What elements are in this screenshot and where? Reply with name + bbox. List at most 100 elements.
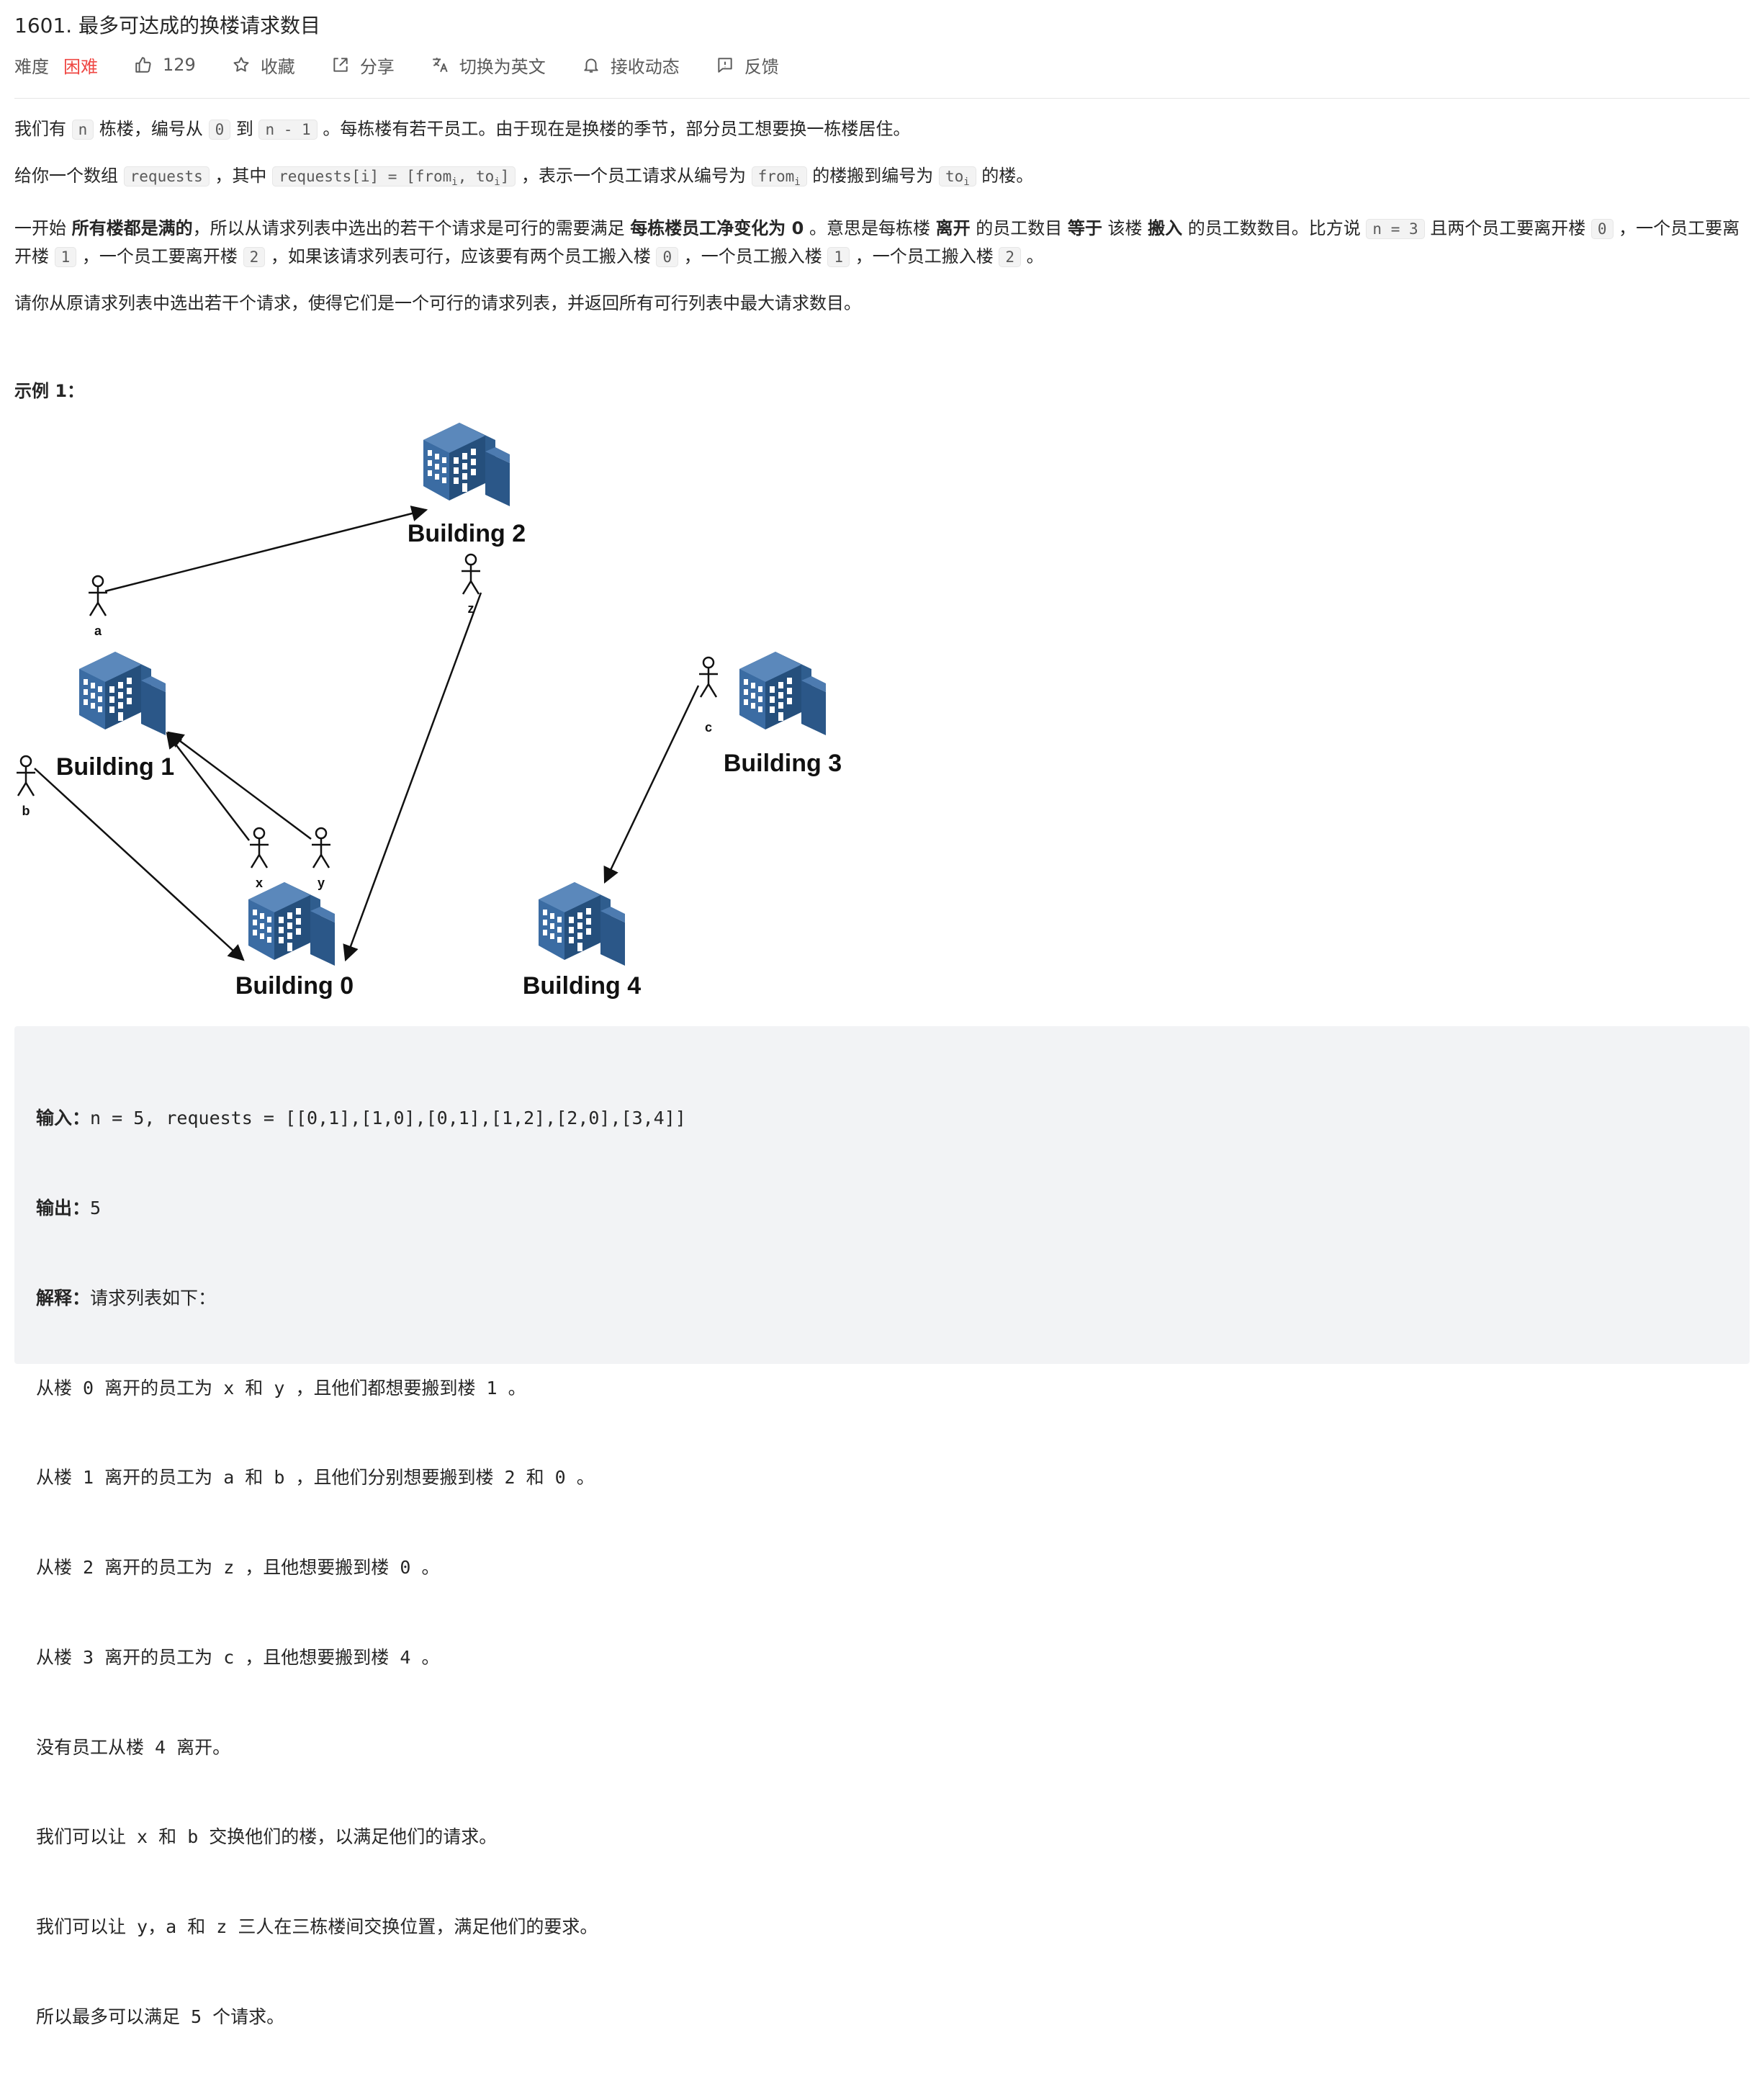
explain-detail-line: 从楼 3 离开的员工为 c ，且他想要搬到楼 4 。	[36, 1646, 440, 1668]
text: 的员工数目	[970, 218, 1068, 239]
building-2: Building 2	[408, 423, 526, 547]
inline-code: 1	[827, 247, 850, 268]
star-icon	[233, 57, 249, 72]
person-y: y	[310, 827, 332, 890]
arrow-c-to-building-4	[603, 685, 700, 884]
inline-code: n - 1	[258, 120, 318, 140]
subscript: i	[451, 176, 458, 189]
problem-title: 1601. 最多可达成的换楼请求数目	[14, 14, 321, 37]
input-label: 输入：	[36, 1108, 91, 1129]
person-b-label: b	[22, 804, 30, 818]
explain-detail-line: 我们可以让 x 和 b 交换他们的楼，以满足他们的请求。	[36, 1826, 498, 1848]
code-part: from	[757, 168, 795, 185]
bold-text: 所有楼都是满的	[71, 218, 193, 239]
explain-label: 解释：	[36, 1287, 91, 1308]
building-3: Building 3	[724, 652, 842, 777]
difficulty-value: 困难	[63, 56, 98, 77]
person-c-label: c	[705, 720, 712, 735]
inline-code: n	[71, 120, 94, 140]
code-part: ]	[500, 168, 510, 185]
person-x-label: x	[256, 876, 263, 890]
subscript: i	[494, 176, 500, 189]
building-2-label: Building 2	[408, 520, 526, 547]
code-part: requests[i] = [from	[279, 168, 452, 185]
text: 我们有	[14, 119, 72, 139]
header-divider	[14, 98, 1750, 99]
inline-code: requests[i] = [fromi, toi]	[272, 166, 516, 189]
description-paragraph-2: 给你一个数组 requests ，其中 requests[i] = [fromi…	[14, 162, 1750, 196]
building-0: Building 0	[235, 882, 354, 1000]
text: 。意思是每栋楼	[804, 218, 936, 239]
explain-value: 请求列表如下：	[90, 1287, 217, 1308]
inline-code: n = 3	[1366, 219, 1425, 240]
share-label: 分享	[359, 56, 395, 77]
subscribe-button[interactable]: 接收动态	[582, 53, 680, 78]
text: 的员工数数目。比方说	[1182, 218, 1367, 239]
text: 栋楼，编号从	[94, 119, 209, 139]
text: ，表示一个员工请求从编号为	[516, 166, 752, 186]
explain-detail-line: 从楼 2 离开的员工为 z ，且他想要搬到楼 0 。	[36, 1557, 440, 1579]
difficulty-label: 难度	[14, 56, 49, 77]
text: 。	[1020, 246, 1044, 267]
person-y-label: y	[318, 876, 325, 890]
person-b: b	[15, 755, 37, 818]
output-line: 输出：5	[36, 1193, 1728, 1224]
bold-text: 等于	[1067, 218, 1102, 239]
inline-code: 1	[54, 247, 77, 268]
text: ，所以从请求列表中选出的若干个请求是可行的需要满足	[192, 218, 631, 239]
like-count: 129	[163, 55, 196, 75]
inline-code: fromi	[751, 166, 807, 188]
example-title: 示例 1：	[14, 381, 85, 401]
bell-icon	[584, 58, 598, 73]
code-part: to	[945, 168, 964, 185]
input-value: n = 5, requests = [[0,1],[1,0],[0,1],[1,…	[90, 1108, 686, 1129]
request-arrows	[34, 506, 700, 962]
problem-description: 我们有 n 栋楼，编号从 0 到 n - 1 。每栋楼有若干员工。由于现在是换楼…	[14, 115, 1750, 336]
text: ，一个员工要离开楼	[76, 246, 243, 267]
person-a: a	[87, 575, 109, 638]
bold-text: 每栋楼员工净变化为 0	[630, 218, 804, 239]
bold-text: 搬入	[1148, 218, 1183, 239]
building-1-label: Building 1	[56, 753, 174, 781]
building-3-label: Building 3	[724, 750, 842, 777]
like-button[interactable]: 129	[134, 55, 196, 75]
text: ，其中	[209, 166, 273, 186]
description-paragraph-3: 一开始 所有楼都是满的，所以从请求列表中选出的若干个请求是可行的需要满足 每栋楼…	[14, 215, 1750, 271]
arrow-a-to-building-2	[104, 506, 428, 593]
text: ，一个员工搬入楼	[850, 246, 999, 267]
example-diagram: Building 2 Building 1 Building 3 Buildin…	[15, 423, 842, 1000]
arrow-y-to-building-1	[167, 731, 312, 840]
translate-icon	[433, 58, 448, 73]
thumbs-up-icon	[135, 57, 151, 73]
problem-meta-bar: 难度 困难 129 收藏 分享 切换为英文	[14, 50, 815, 79]
output-label: 输出：	[36, 1197, 91, 1218]
inline-code: 0	[208, 120, 231, 140]
text: 。每栋楼有若干员工。由于现在是换楼的季节，部分员工想要换一栋楼居住。	[317, 119, 911, 139]
favorite-button[interactable]: 收藏	[232, 53, 295, 78]
text: 一开始	[14, 218, 72, 239]
text: 该楼	[1102, 218, 1148, 239]
text: 的楼。	[976, 166, 1034, 186]
feedback-icon	[718, 58, 732, 73]
text: ，一个员工要离开楼	[14, 218, 1740, 267]
subscribe-label: 接收动态	[610, 56, 680, 77]
difficulty: 难度 困难	[14, 53, 98, 78]
inline-code: 2	[999, 247, 1021, 268]
person-z: z	[460, 553, 482, 616]
favorite-label: 收藏	[260, 56, 295, 77]
building-0-label: Building 0	[235, 972, 354, 1000]
share-icon	[333, 58, 348, 72]
switch-language-button[interactable]: 切换为英文	[431, 53, 546, 78]
feedback-button[interactable]: 反馈	[716, 53, 779, 78]
inline-code: 2	[243, 247, 266, 268]
share-button[interactable]: 分享	[331, 53, 395, 78]
building-4-label: Building 4	[523, 972, 641, 1000]
arrow-b-to-building-0	[34, 768, 245, 961]
text: ，如果该请求列表可行，应该要有两个员工搬入楼	[265, 246, 657, 267]
arrow-z-to-building-0	[343, 592, 482, 962]
subscript: i	[963, 176, 970, 189]
building-1: Building 1	[56, 652, 174, 781]
text: 给你一个数组	[14, 166, 124, 186]
output-value: 5	[90, 1197, 102, 1218]
building-4: Building 4	[523, 882, 641, 1000]
